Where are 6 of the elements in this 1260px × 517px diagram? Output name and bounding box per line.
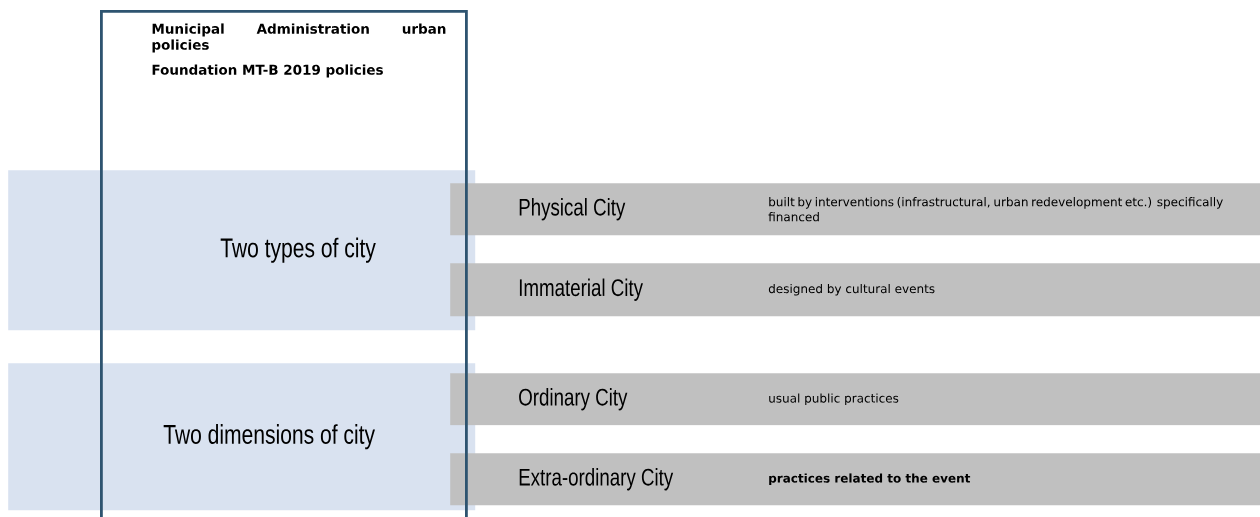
category-band: Two types of city [8,170,476,331]
city-bar: Immaterial City designed by cultural events [450,263,1260,317]
city-bar: Ordinary City usual public practices [450,373,1260,426]
city-bar: Physical City built by interventions (infrastructural, urban redevelopment etc.) specifically financed [450,183,1260,236]
category-band: Two dimensions of city [8,363,476,511]
city-bar: Extra-ordinary City practices related to the event [450,453,1260,506]
